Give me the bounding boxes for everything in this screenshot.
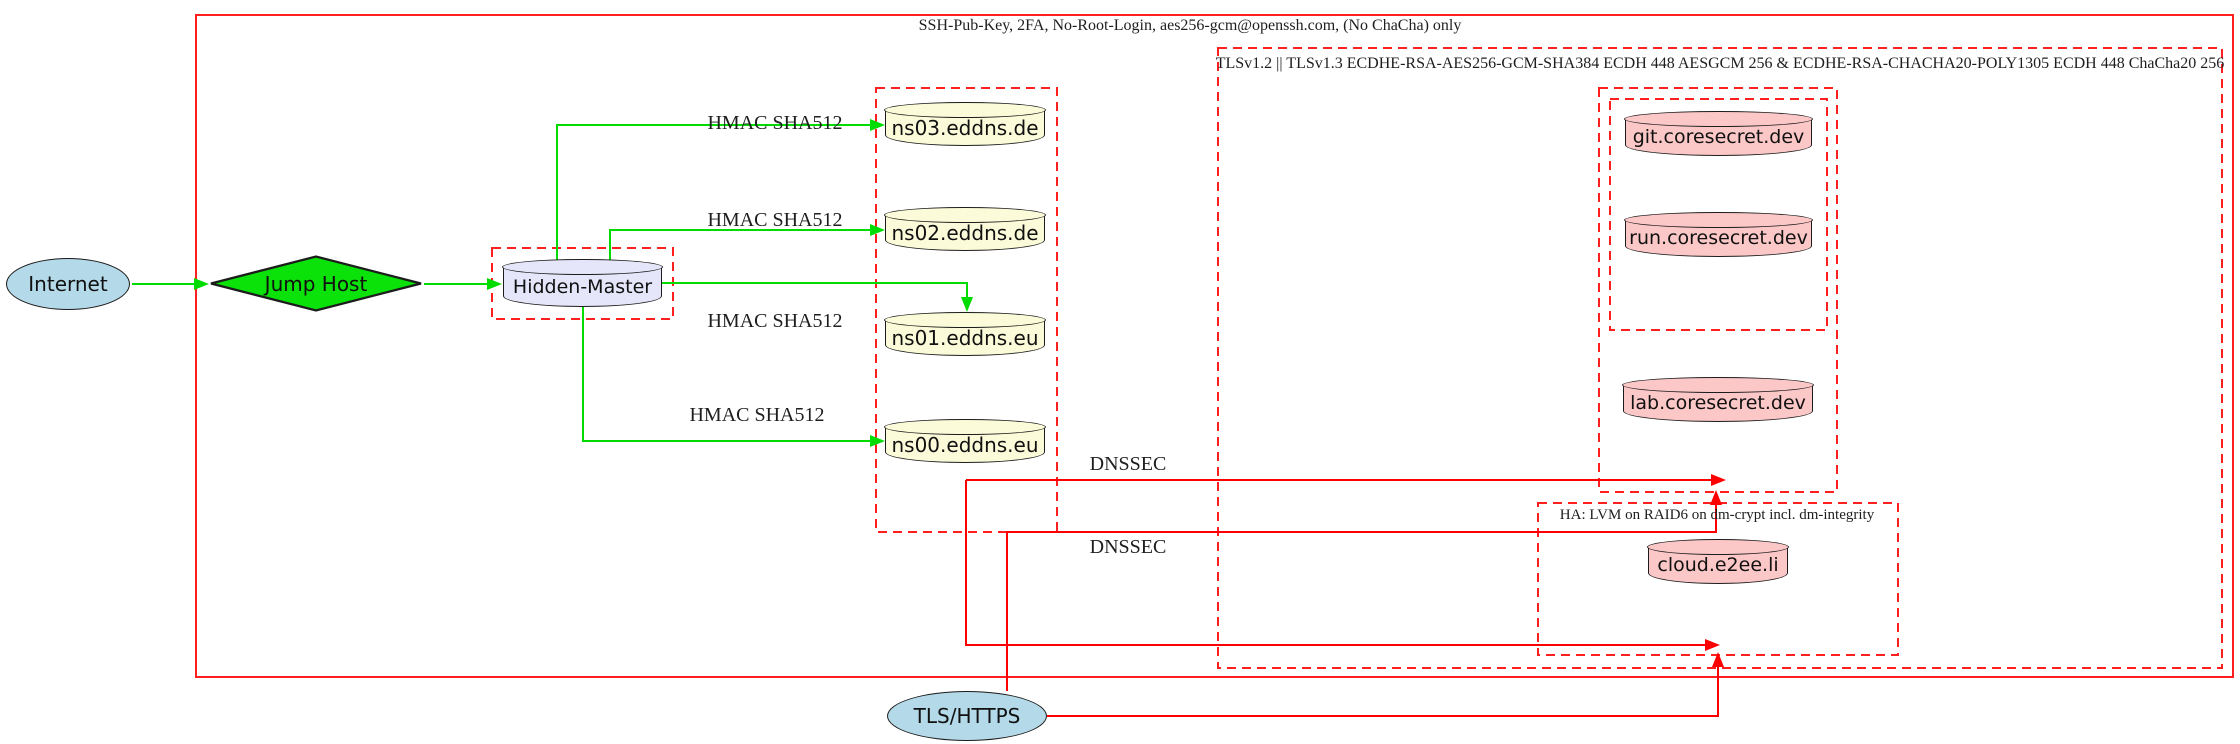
edge-tlshttps-to-ha — [1047, 652, 1724, 717]
cluster-ssh-box — [195, 14, 2234, 678]
diamond-shape — [210, 255, 422, 312]
node-hidden-master-label: Hidden-Master — [512, 275, 653, 298]
node-hidden-master: Hidden-Master — [502, 259, 663, 307]
node-internet-label: Internet — [28, 272, 108, 296]
node-cloud: cloud.e2ee.li — [1647, 539, 1789, 584]
node-ns02: ns02.eddns.de — [884, 207, 1046, 251]
node-git: git.coresecret.dev — [1624, 111, 1813, 156]
node-run-label: run.coresecret.dev — [1629, 227, 1808, 249]
node-ns03-label: ns03.eddns.de — [891, 115, 1039, 140]
node-lab-label: lab.coresecret.dev — [1630, 392, 1806, 414]
node-git-label: git.coresecret.dev — [1632, 126, 1805, 148]
cluster-tls-box — [1217, 47, 2223, 669]
node-ns01-label: ns01.eddns.eu — [891, 325, 1039, 350]
cluster-coresecret-outer-box — [1598, 87, 1838, 493]
edge-hiddenmaster-to-ns03 — [556, 119, 885, 261]
cluster-nameserver-box — [875, 87, 1058, 533]
node-ns03: ns03.eddns.de — [884, 102, 1046, 146]
node-tls-https-label: TLS/HTTPS — [913, 704, 1021, 728]
node-ns00-label: ns00.eddns.eu — [891, 432, 1039, 457]
node-ns00: ns00.eddns.eu — [884, 419, 1046, 463]
edge-tlshttps-to-coresecret — [1006, 490, 1722, 691]
node-ns02-label: ns02.eddns.de — [891, 220, 1039, 245]
node-run: run.coresecret.dev — [1624, 212, 1813, 257]
node-cloud-label: cloud.e2ee.li — [1657, 554, 1779, 576]
node-lab: lab.coresecret.dev — [1622, 377, 1814, 422]
node-jump-host-label: Jump Host — [264, 271, 368, 296]
edge-hiddenmaster-to-ns00 — [582, 306, 885, 447]
edge-hiddenmaster-to-ns02 — [609, 224, 885, 261]
node-internet: Internet — [6, 258, 130, 310]
cluster-coresecret-inner-box — [1609, 98, 1828, 331]
node-jump-host: Jump Host — [209, 255, 423, 312]
edge-dnssec-to-ha — [965, 480, 1720, 651]
node-tls-https: TLS/HTTPS — [887, 691, 1047, 741]
node-ns01: ns01.eddns.eu — [884, 312, 1046, 356]
edge-hiddenmaster-to-ns01 — [662, 282, 973, 312]
